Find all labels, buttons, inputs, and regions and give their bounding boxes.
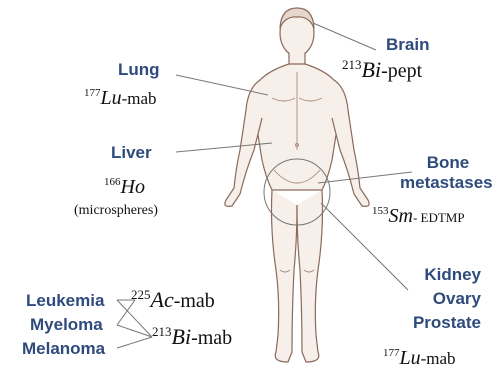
label-brain: Brain [386,35,429,55]
element-liver: Ho [121,176,145,198]
label-kidney-group: Kidney Ovary Prostate [395,265,481,333]
label-melanoma: Melanoma [22,339,105,359]
mass-bone: 153 [372,205,389,217]
suffix-bone: - EDTMP [413,210,465,225]
mass-brain: 213 [342,57,362,72]
isotope-liver: 166Ho [104,177,145,198]
right-arm [332,80,369,206]
mass-lung: 177 [84,87,101,99]
element-blood-bi: Bi [172,324,192,349]
element-blood-ac: Ac [151,287,174,312]
label-liver: Liver [111,143,152,163]
leader-liver [176,143,272,152]
leader-bone [318,172,412,183]
note-liver: (microspheres) [74,203,158,219]
right-leg [297,190,323,362]
element-lung: Lu [101,87,122,109]
element-brain: Bi [362,57,382,82]
label-prostate: Prostate [395,313,481,333]
label-kidney: Kidney [395,265,481,285]
label-bone-line1: Bone [412,153,484,173]
element-bone: Sm [389,205,413,227]
label-lung: Lung [118,60,160,80]
left-leg [272,190,298,362]
element-kidney: Lu [400,347,421,369]
label-bone: Bone metastases [412,153,484,193]
suffix-blood-ac: -mab [174,290,215,312]
isotope-lung: 177Lu-mab [84,88,157,109]
suffix-blood-bi: -mab [191,327,232,349]
label-bone-line2: metastases [400,173,484,193]
isotope-blood-bi: 213Bi-mab [152,327,232,348]
mass-blood-ac: 225 [131,287,151,302]
isotope-blood-ac: 225Ac-mab [131,290,215,311]
isotope-kidney: 177Lu-mab [383,348,456,369]
label-ovary: Ovary [395,289,481,309]
isotope-brain: 213Bi-pept [342,60,422,81]
mass-kidney: 177 [383,347,400,359]
label-leukemia: Leukemia [26,291,104,311]
bracket-melanoma-bi [117,337,152,348]
isotope-bone: 153Sm- EDTMP [372,206,465,228]
leader-brain [313,23,376,50]
suffix-kidney: -mab [421,349,456,368]
mass-liver: 166 [104,176,121,188]
label-myeloma: Myeloma [30,315,103,335]
left-arm [225,80,262,206]
mass-blood-bi: 213 [152,324,172,339]
suffix-lung: -mab [122,89,157,108]
suffix-brain: -pept [381,60,422,82]
